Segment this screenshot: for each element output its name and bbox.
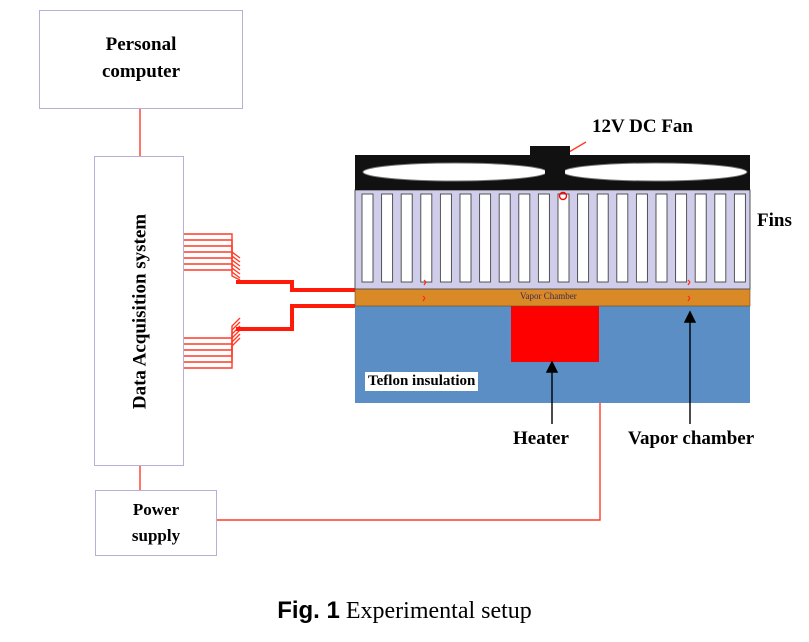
fin-slot bbox=[557, 193, 570, 283]
fin-slot bbox=[596, 193, 609, 283]
thermocouple-leads bbox=[236, 280, 355, 331]
fin-slot bbox=[400, 193, 413, 283]
psu-heater-wire bbox=[217, 362, 601, 521]
upper-thermocouple-bundle bbox=[183, 233, 241, 281]
fan-thermocouple-dot bbox=[558, 191, 568, 201]
figure-caption: Fig. 1 Experimental setup bbox=[0, 597, 809, 625]
figure-number: Fig. 1 bbox=[277, 597, 340, 624]
fin-slots bbox=[361, 193, 746, 283]
personal-computer-box: Personal computer bbox=[39, 10, 243, 109]
fin-slot bbox=[518, 193, 531, 283]
fan bbox=[355, 146, 750, 190]
fin-slot bbox=[655, 193, 668, 283]
fin-slot bbox=[577, 193, 590, 283]
fin-slot bbox=[733, 193, 746, 283]
fin-slot bbox=[694, 193, 707, 283]
data-acquisition-label: Data Acquisition system bbox=[129, 213, 151, 410]
heater-label: Heater bbox=[513, 428, 569, 449]
fin-slot bbox=[459, 193, 472, 283]
heater-block bbox=[511, 306, 599, 362]
vapor-chamber-label: Vapor chamber bbox=[628, 428, 755, 449]
fin-slot bbox=[439, 193, 452, 283]
fan-lead-wire bbox=[568, 141, 587, 153]
data-acquisition-box: Data Acquisition system bbox=[94, 156, 184, 466]
fin-slot bbox=[498, 193, 511, 283]
vapor-chamber-inline-label: Vapor Chamber bbox=[520, 291, 577, 301]
fin-slot bbox=[635, 193, 648, 283]
arrows bbox=[545, 310, 697, 424]
fin-slot bbox=[714, 193, 727, 283]
fin-slot bbox=[537, 193, 550, 283]
fin-slot bbox=[381, 193, 394, 283]
power-supply-box: Power supply bbox=[95, 490, 217, 556]
fin-base bbox=[354, 189, 751, 290]
power-supply-label: Power supply bbox=[131, 500, 181, 545]
fin-slot bbox=[675, 193, 688, 283]
teflon-insulation-label: Teflon insulation bbox=[365, 372, 479, 391]
fan-label: 12V DC Fan bbox=[592, 116, 693, 137]
fins-label: Fins bbox=[757, 210, 792, 231]
figure-caption-text: Experimental setup bbox=[345, 598, 532, 624]
fin-slot bbox=[420, 193, 433, 283]
personal-computer-label: Personal computer bbox=[101, 34, 181, 82]
fin-slot bbox=[361, 193, 374, 283]
lower-thermocouple-bundle bbox=[183, 317, 241, 369]
vapor-thermocouple-marks bbox=[422, 279, 691, 302]
fin-slot bbox=[616, 193, 629, 283]
fin-slot bbox=[479, 193, 492, 283]
